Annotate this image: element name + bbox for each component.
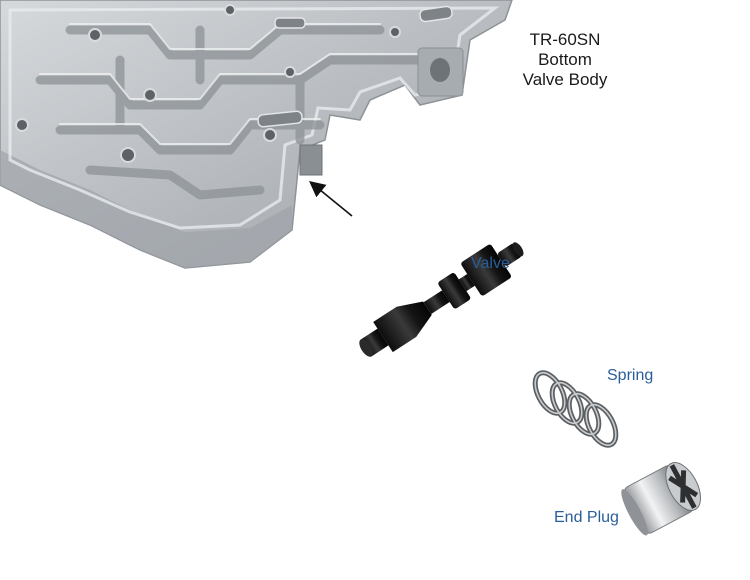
valve-body-casting	[0, 0, 513, 269]
end-plug-part	[621, 462, 702, 536]
title-line-1: TR-60SN	[529, 30, 601, 49]
insertion-arrow	[309, 180, 353, 217]
valve-part	[359, 242, 524, 357]
title-line-3: Valve Body	[522, 70, 608, 89]
title-line-2: Bottom	[538, 50, 592, 69]
valve-label: Valve	[471, 255, 510, 272]
diagram-title: TR-60SN Bottom Valve Body	[490, 30, 640, 90]
end-plug-label: End Plug	[554, 509, 619, 526]
spring-part	[532, 370, 619, 448]
spring-label: Spring	[607, 367, 654, 384]
